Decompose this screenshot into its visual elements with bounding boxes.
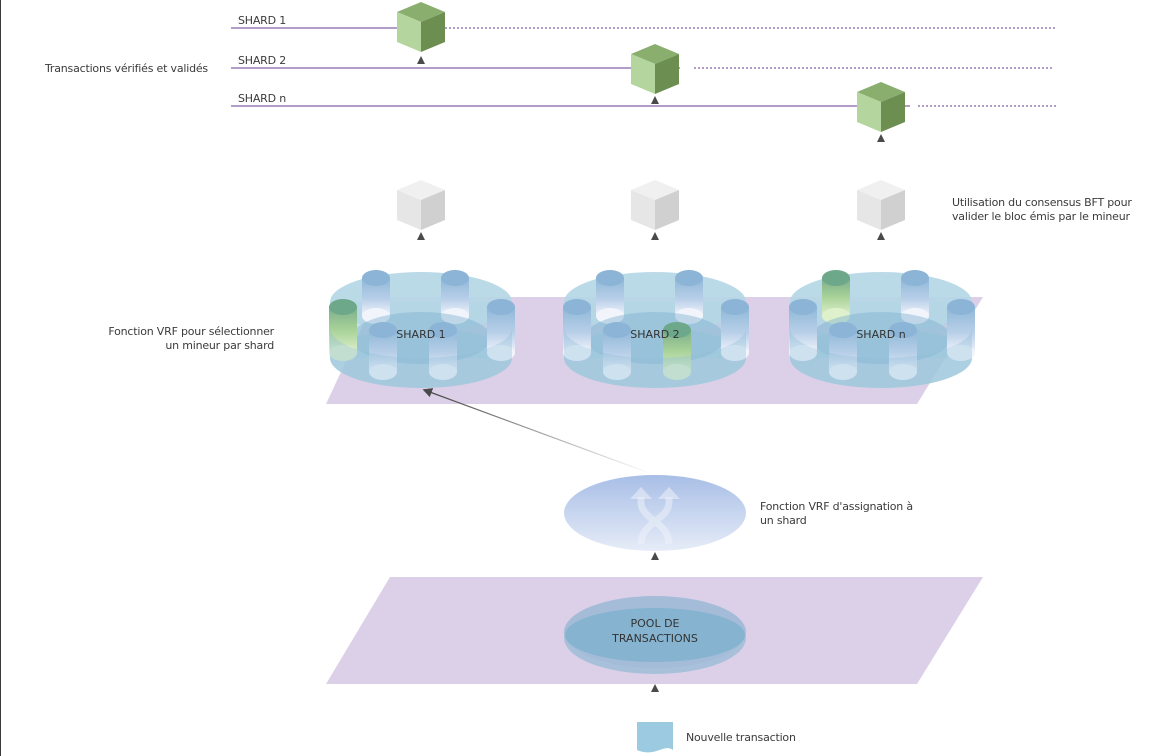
vrf-assign-label-line1: Fonction VRF d'assignation à (760, 500, 913, 513)
miner-node (603, 322, 631, 380)
new-transaction-label: Nouvelle transaction (686, 731, 796, 744)
miner-node (441, 270, 469, 324)
arrow-vrf-to-shard1 (422, 388, 653, 475)
bft-label-line1: Utilisation du consensus BFT pour (952, 196, 1132, 209)
vrf-assign-label-line2: un shard (760, 514, 807, 527)
bft-label-line2: valider le bloc émis par le mineur (952, 210, 1130, 223)
miner-node (329, 299, 357, 361)
miner-node (596, 270, 624, 324)
miner-node (721, 299, 749, 361)
vrf-select-label-line1: Fonction VRF pour sélectionner (108, 325, 274, 338)
validated-block-cube-2 (631, 44, 679, 94)
shard-label: SHARD 2 (630, 328, 679, 341)
shuffle-icon (637, 497, 673, 545)
shard-label: SHARD 1 (396, 328, 445, 341)
miner-node (487, 299, 515, 361)
shard-label: SHARD n (856, 328, 905, 341)
miner-node (675, 270, 703, 324)
shard-line-label-n: SHARD n (238, 92, 286, 105)
miner-node (663, 322, 691, 380)
miner-node (947, 299, 975, 361)
miner-node (429, 322, 457, 380)
shard-line-label-2: SHARD 2 (238, 54, 286, 67)
miner-node (822, 270, 850, 324)
shard-line-label-1: SHARD 1 (238, 14, 286, 27)
validated-block-cube-1 (397, 2, 445, 52)
validated-block-cube-n (857, 82, 905, 132)
proposed-block-cube-2 (631, 180, 679, 230)
miner-node (889, 322, 917, 380)
pool-label-line2: TRANSACTIONS (611, 632, 698, 645)
miner-node (563, 299, 591, 361)
window-left-border (0, 0, 1, 756)
miner-node (901, 270, 929, 324)
shard-2: SHARD 2 (563, 270, 749, 388)
miner-node (362, 270, 390, 324)
vrf-select-label-line2: un mineur par shard (165, 339, 274, 352)
miner-node (369, 322, 397, 380)
shard-1: SHARD 1 (329, 270, 515, 388)
miner-node (829, 322, 857, 380)
proposed-block-cube-n (857, 180, 905, 230)
document-icon (637, 722, 673, 753)
validated-transactions-label: Transactions vérifiés et validés (45, 62, 208, 75)
proposed-block-cube-1 (397, 180, 445, 230)
pool-label-line1: POOL DE (631, 617, 680, 630)
vrf-assignment-node (564, 475, 746, 551)
transaction-pool: POOL DE TRANSACTIONS (564, 596, 746, 674)
shard-3: SHARD n (789, 270, 975, 388)
miner-node (789, 299, 817, 361)
